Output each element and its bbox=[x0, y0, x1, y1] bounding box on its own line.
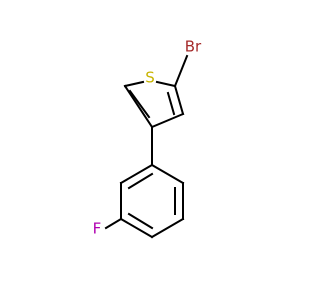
bond-c2-c3-inner bbox=[166, 91, 176, 116]
bond-c2-br bbox=[173, 54, 189, 88]
bond-s-c2 bbox=[155, 80, 177, 88]
bond-ph5-f bbox=[104, 217, 123, 230]
bond-c3-c4 bbox=[150, 112, 185, 129]
bond-ph6-ph1-inner bbox=[127, 172, 154, 190]
bond-c4-c5-inner bbox=[128, 89, 151, 119]
bromine-atom-label: Br bbox=[185, 38, 202, 56]
bond-ph1-ph2 bbox=[150, 163, 185, 185]
bond-c4-c5-outer bbox=[123, 84, 154, 129]
fluorine-atom-label: F bbox=[93, 220, 102, 238]
bond-ph4-ph5-inner bbox=[127, 212, 154, 230]
bond-ph3-ph4 bbox=[150, 217, 185, 239]
sulfur-atom-label: S bbox=[145, 69, 155, 87]
molecule-diagram: S Br F bbox=[93, 38, 202, 239]
bond-s-c5 bbox=[123, 80, 145, 88]
bond-ph4-ph5-outer bbox=[119, 217, 154, 239]
bond-c2-c3-outer bbox=[173, 84, 185, 116]
bond-ph6-ph1-outer bbox=[119, 163, 154, 185]
